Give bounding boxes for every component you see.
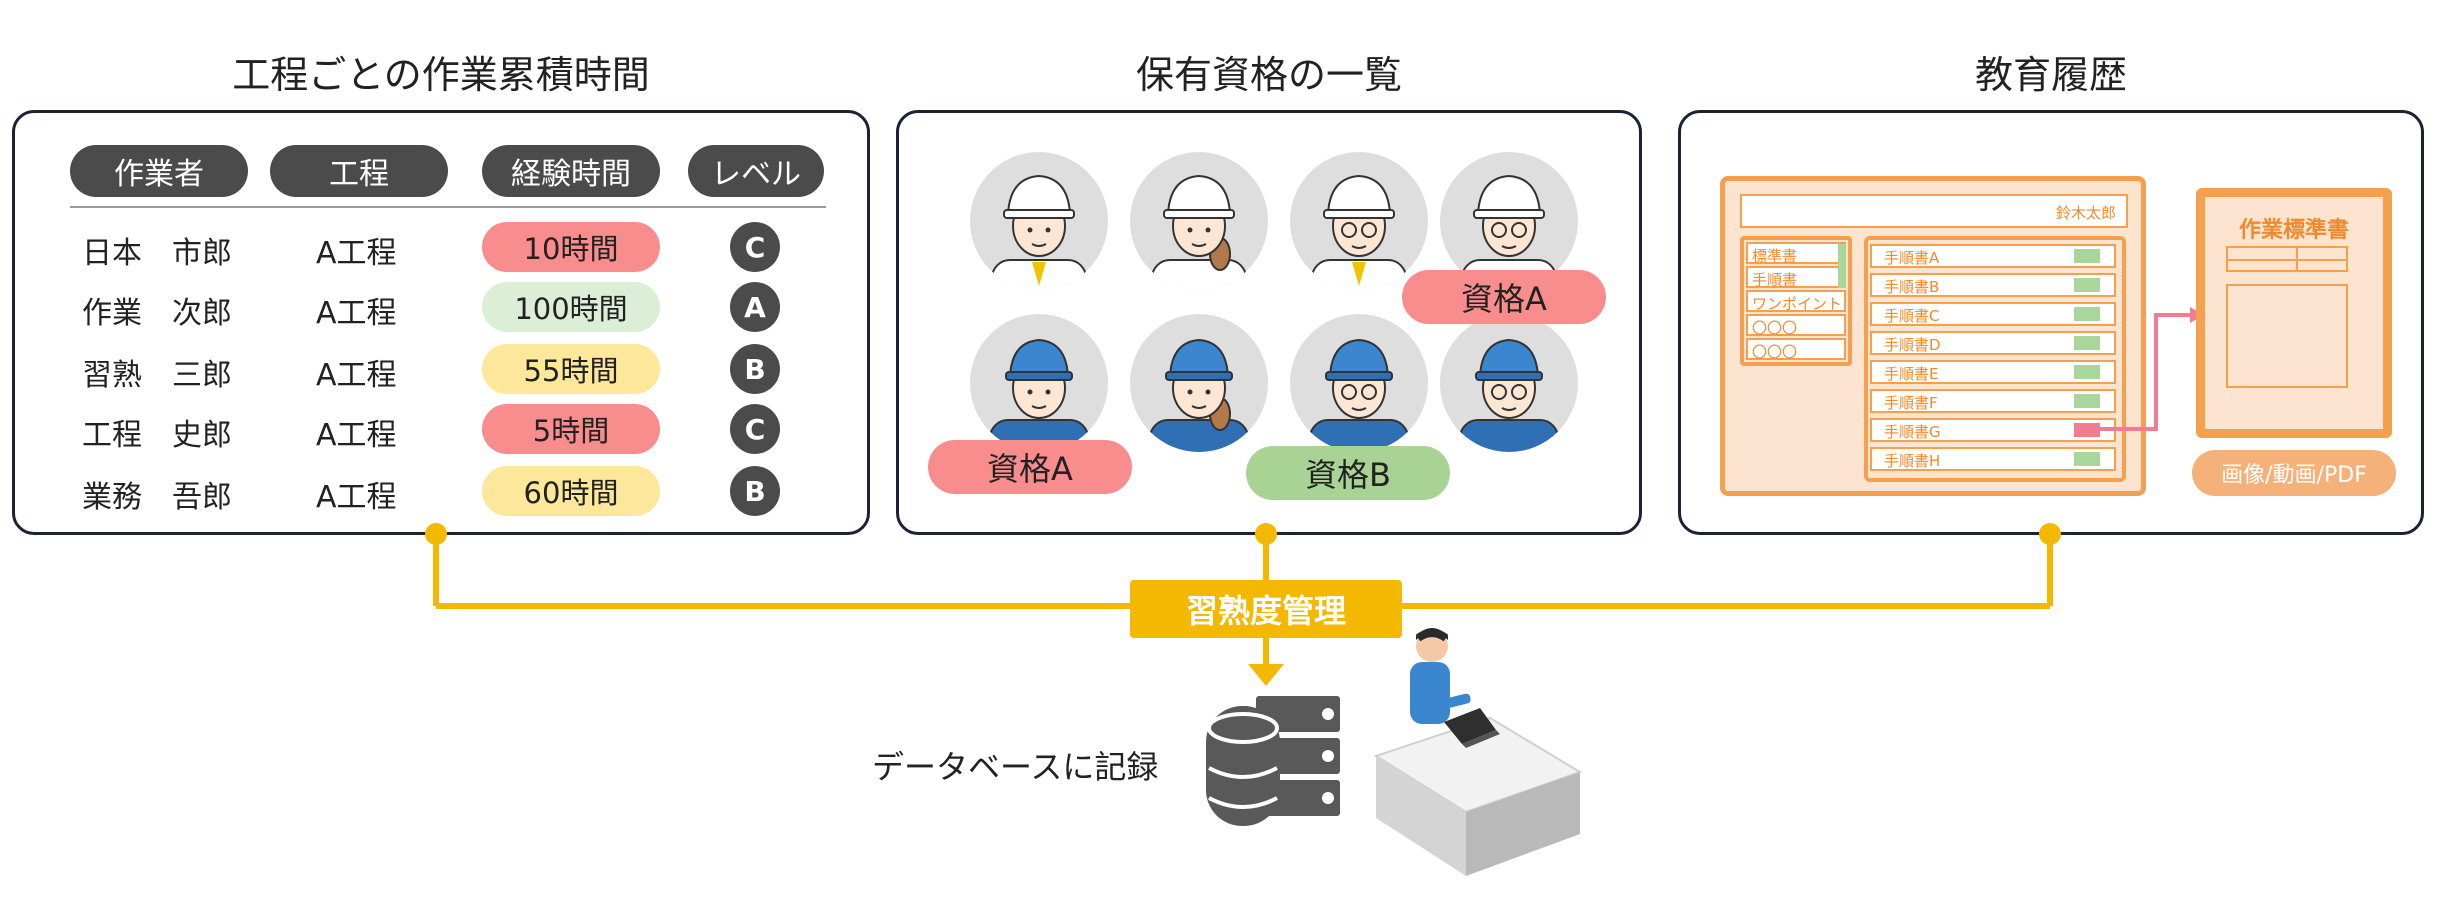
qualification-badge-a-top: 資格A bbox=[1402, 270, 1606, 324]
completed-mark-d bbox=[2074, 336, 2100, 350]
row2-name: 作業 次郎 bbox=[82, 296, 232, 331]
category-label-1: 標準書 bbox=[1752, 247, 1798, 265]
database-server-icon bbox=[1206, 696, 1340, 826]
row2-process: A工程 bbox=[316, 296, 397, 331]
header-level: レベル bbox=[688, 145, 824, 197]
completed-mark-c bbox=[2074, 307, 2100, 321]
standard-document[interactable] bbox=[2196, 188, 2392, 438]
title-education: 教育履歴 bbox=[1974, 53, 2127, 97]
manual-row-g[interactable]: 手順書G bbox=[1870, 418, 2116, 442]
row1-hours: 10時間 bbox=[482, 222, 660, 272]
manual-row-h[interactable]: 手順書H bbox=[1870, 447, 2116, 471]
category-item-3[interactable]: ワンポイント bbox=[1746, 290, 1846, 313]
person-name-bar: 鈴木太郎 bbox=[1740, 194, 2128, 228]
worker-avatar-1 bbox=[970, 152, 1108, 290]
worker-avatar-8 bbox=[1440, 314, 1578, 452]
category-label-3: ワンポイント bbox=[1752, 295, 1843, 313]
header-process: 工程 bbox=[270, 145, 448, 197]
row1-name: 日本 市郎 bbox=[82, 236, 232, 271]
completed-mark-e bbox=[2074, 365, 2100, 379]
manual-label-f: 手順書F bbox=[1884, 394, 1938, 412]
row4-level: C bbox=[730, 404, 780, 454]
row3-level: B bbox=[730, 344, 780, 394]
row4-process: A工程 bbox=[316, 418, 397, 453]
category-item-5[interactable]: 〇〇〇 bbox=[1746, 338, 1846, 361]
manual-label-a: 手順書A bbox=[1884, 249, 1940, 267]
worker-avatar-3 bbox=[1290, 152, 1428, 290]
standard-document-title: 作業標準書 bbox=[2238, 218, 2349, 243]
manual-label-h: 手順書H bbox=[1884, 452, 1941, 470]
worker-avatar-4 bbox=[1440, 152, 1578, 290]
worker-at-desk-icon bbox=[1373, 628, 1583, 876]
standard-document-table bbox=[2226, 246, 2348, 272]
media-format-badge: 画像/動画/PDF bbox=[2192, 450, 2396, 496]
worker-avatar-6 bbox=[1130, 314, 1268, 452]
category-list-scrollbar[interactable] bbox=[1838, 244, 1846, 288]
manual-label-e: 手順書E bbox=[1884, 365, 1939, 383]
manual-row-e[interactable]: 手順書E bbox=[1870, 360, 2116, 384]
completed-mark-f bbox=[2074, 394, 2100, 408]
row1-level: C bbox=[730, 222, 780, 272]
row4-hours: 5時間 bbox=[482, 404, 660, 454]
row5-name: 業務 吾郎 bbox=[82, 480, 232, 515]
row5-hours: 60時間 bbox=[482, 466, 660, 516]
manual-label-d: 手順書D bbox=[1884, 336, 1941, 354]
manual-row-b[interactable]: 手順書B bbox=[1870, 273, 2116, 297]
row1-process: A工程 bbox=[316, 236, 397, 271]
title-qualifications: 保有資格の一覧 bbox=[1135, 53, 1402, 97]
completed-mark-b bbox=[2074, 278, 2100, 292]
row5-level: B bbox=[730, 466, 780, 516]
completed-mark-h bbox=[2074, 452, 2100, 466]
row2-level: A bbox=[730, 282, 780, 332]
worker-avatar-7 bbox=[1290, 314, 1428, 452]
pending-mark-g bbox=[2074, 423, 2100, 437]
category-item-1[interactable]: 標準書 bbox=[1746, 242, 1846, 265]
person-name: 鈴木太郎 bbox=[2055, 204, 2116, 222]
completed-mark-a bbox=[2074, 249, 2100, 263]
manual-row-d[interactable]: 手順書D bbox=[1870, 331, 2116, 355]
table-divider bbox=[70, 206, 826, 208]
row2-hours: 100時間 bbox=[482, 282, 660, 332]
proficiency-management-label: 習熟度管理 bbox=[1130, 580, 1402, 638]
category-item-4[interactable]: 〇〇〇 bbox=[1746, 314, 1846, 337]
manual-row-f[interactable]: 手順書F bbox=[1870, 389, 2116, 413]
row3-process: A工程 bbox=[316, 358, 397, 393]
title-cumulative-hours: 工程ごとの作業累積時間 bbox=[232, 53, 650, 97]
row5-process: A工程 bbox=[316, 480, 397, 515]
manual-label-c: 手順書C bbox=[1884, 307, 1940, 325]
standard-document-body bbox=[2226, 284, 2348, 388]
category-label-5: 〇〇〇 bbox=[1752, 343, 1798, 361]
qualification-badge-a-bottom: 資格A bbox=[928, 440, 1132, 494]
category-label-2: 手順書 bbox=[1752, 271, 1798, 289]
manual-label-b: 手順書B bbox=[1884, 278, 1940, 296]
header-worker: 作業者 bbox=[70, 145, 248, 197]
row3-hours: 55時間 bbox=[482, 344, 660, 394]
qualification-badge-b: 資格B bbox=[1246, 446, 1450, 500]
header-experience: 経験時間 bbox=[482, 145, 660, 197]
manual-row-a[interactable]: 手順書A bbox=[1870, 244, 2116, 268]
row3-name: 習熟 三郎 bbox=[82, 358, 232, 393]
manual-row-c[interactable]: 手順書C bbox=[1870, 302, 2116, 326]
database-label: データベースに記録 bbox=[872, 748, 1159, 786]
category-label-4: 〇〇〇 bbox=[1752, 319, 1798, 337]
worker-avatar-2 bbox=[1130, 152, 1268, 290]
manual-label-g: 手順書G bbox=[1884, 423, 1941, 441]
row4-name: 工程 史郎 bbox=[82, 418, 232, 453]
